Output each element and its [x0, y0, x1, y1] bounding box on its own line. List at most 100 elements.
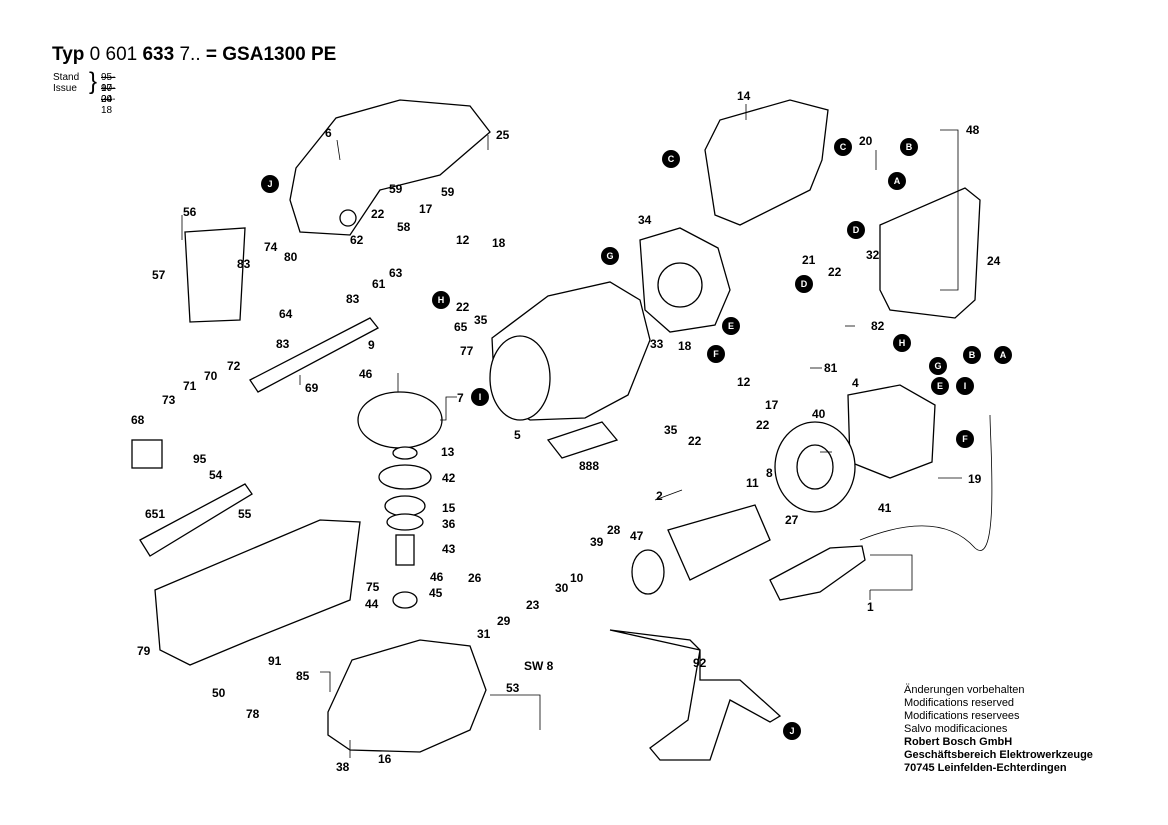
part-number: 85 [296, 669, 310, 683]
part-number: 24 [987, 254, 1001, 268]
handle-shell [879, 187, 981, 319]
washer-42 [378, 464, 432, 490]
part-number: 22 [756, 418, 770, 432]
part-number: 65 [454, 320, 468, 334]
part-number: 4 [852, 376, 859, 390]
company-division: Geschäftsbereich Elektrowerkzeuge [904, 749, 1093, 761]
part-number: 5 [514, 428, 521, 442]
part-number: 48 [966, 123, 980, 137]
model-name: GSA1300 PE [222, 44, 337, 65]
callout-E2: E [931, 377, 949, 395]
insulation-disc-hole [796, 444, 834, 490]
callout-A2-label: A [894, 176, 901, 186]
callout-I2-label: I [964, 381, 967, 391]
part-number: 68 [131, 413, 145, 427]
part-number: 39 [590, 535, 604, 549]
part-number: 19 [968, 472, 982, 486]
allen-key-tool [609, 629, 782, 761]
part-number: 47 [630, 529, 644, 543]
callout-B-label: B [969, 350, 976, 360]
callout-B: B [963, 346, 981, 364]
callout-C2-label: C [840, 142, 847, 152]
part-number: 64 [279, 307, 293, 321]
clamp-block [131, 439, 163, 469]
part-number: 83 [346, 292, 360, 306]
part-number: 40 [812, 407, 826, 421]
armature-fan [631, 549, 665, 595]
note-line-fr: Modifications reservees [904, 710, 1020, 722]
gear-housing-cover [289, 99, 491, 236]
callout-A2: A [888, 172, 906, 190]
part-number: 1 [867, 600, 874, 614]
part-number: 55 [238, 507, 252, 521]
callout-J: J [261, 175, 279, 193]
part-number: 70 [204, 369, 218, 383]
issue-block: Stand Issue } 95-10-20 97-04-18 [53, 70, 115, 117]
bearing-44 [392, 591, 418, 609]
callout-E: E [722, 317, 740, 335]
part-number: 888 [579, 459, 599, 473]
part-number: 38 [336, 760, 350, 774]
part-number: 32 [866, 248, 880, 262]
part-number: 63 [389, 266, 403, 280]
note-line-de: Änderungen vorbehalten [904, 684, 1025, 696]
part-number: 13 [441, 445, 455, 459]
part-number: 69 [305, 381, 319, 395]
callout-I-label: I [479, 392, 482, 402]
part-number: 6 [325, 126, 332, 140]
part-number: 27 [785, 513, 799, 527]
callout-C: C [662, 150, 680, 168]
callout-A-label: A [1000, 350, 1007, 360]
part-number: 29 [497, 614, 511, 628]
callout-A: A [994, 346, 1012, 364]
issue-label: Issue [53, 83, 77, 94]
callout-H2: H [893, 334, 911, 352]
part-number: 43 [442, 542, 456, 556]
leader-lines [181, 104, 962, 758]
part-number: 28 [607, 523, 621, 537]
typ-suffix: 7.. [179, 44, 201, 65]
part-number: 95 [193, 452, 207, 466]
part-number: 21 [802, 253, 816, 267]
part-number: 22 [456, 300, 470, 314]
part-number: 31 [477, 627, 491, 641]
part-number: 23 [526, 598, 540, 612]
ring-36 [386, 513, 424, 531]
part-number: 35 [474, 313, 488, 327]
note-line-es: Salvo modificaciones [904, 723, 1008, 735]
part-number: 36 [442, 517, 456, 531]
callout-D-label: D [801, 279, 808, 289]
part-number: 74 [264, 240, 278, 254]
callout-F: F [707, 345, 725, 363]
callout-I: I [471, 388, 489, 406]
plunger-rod [249, 317, 379, 393]
part-number: 11 [746, 476, 759, 490]
company-name: Robert Bosch GmbH [904, 736, 1013, 748]
part-number: SW 8 [524, 659, 554, 673]
part-number: 18 [678, 339, 692, 353]
part-number: 83 [237, 257, 251, 271]
callout-D2: D [847, 221, 865, 239]
part-number: 73 [162, 393, 176, 407]
callout-G2-label: G [934, 361, 941, 371]
part-number: 59 [389, 182, 403, 196]
part-number: 34 [638, 213, 652, 227]
part-number: 22 [371, 207, 385, 221]
company-address: 70745 Leinfelden-Echterdingen [904, 762, 1067, 774]
bearing-15 [384, 495, 426, 517]
part-number: 72 [227, 359, 241, 373]
part-number: 26 [468, 571, 482, 585]
equals-sign: = [205, 44, 217, 65]
callout-E-label: E [728, 321, 734, 331]
handle-half [704, 99, 829, 226]
callout-J2-label: J [789, 726, 794, 736]
stand-label: Stand [53, 72, 80, 83]
part-number: 25 [496, 128, 510, 142]
part-number: 58 [397, 220, 411, 234]
callout-D2-label: D [853, 225, 860, 235]
part-number: 77 [460, 344, 474, 358]
part-number: 56 [183, 205, 197, 219]
sleeve-43 [395, 534, 415, 566]
part-number: 33 [650, 337, 664, 351]
power-cable [859, 414, 993, 551]
